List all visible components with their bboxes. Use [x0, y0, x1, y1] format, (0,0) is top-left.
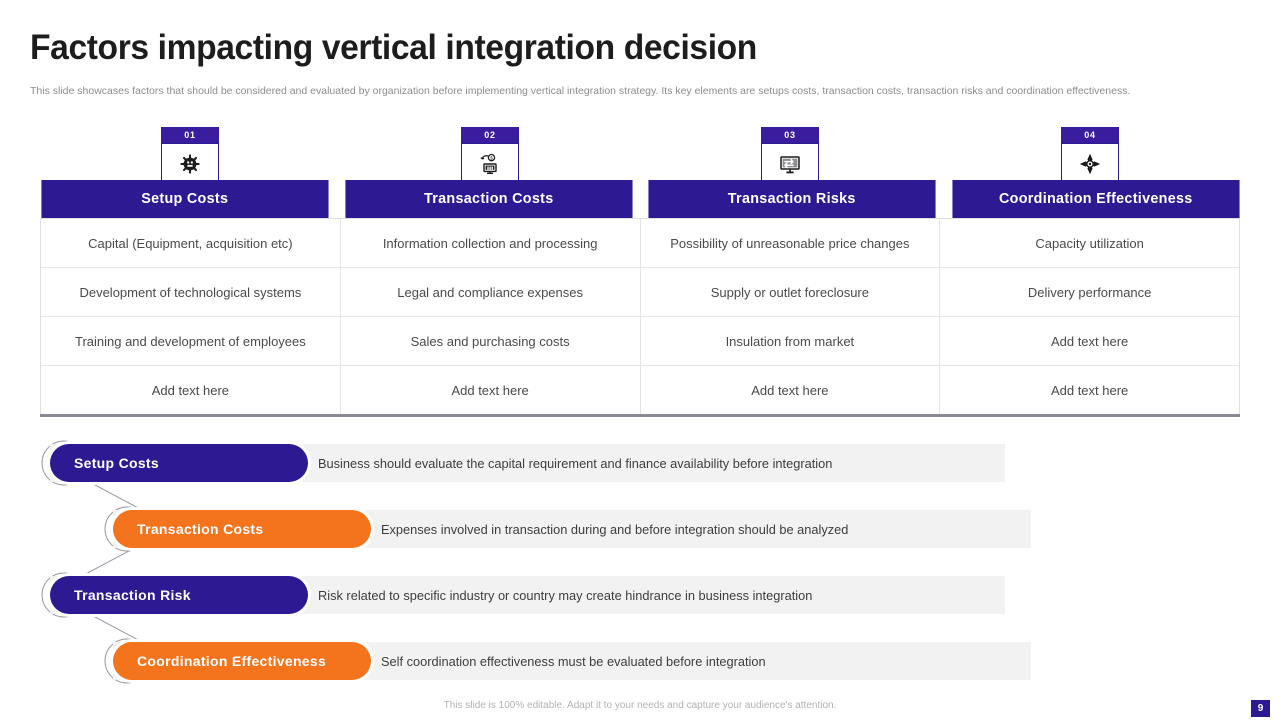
- page-subtitle: This slide showcases factors that should…: [30, 85, 1131, 97]
- table-header-coordination-effectiveness: Coordination Effectiveness: [951, 180, 1239, 218]
- table-row: Development of technological systems Leg…: [41, 267, 1239, 316]
- table-cell: Capacity utilization: [939, 219, 1239, 267]
- flow-diagram: Business should evaluate the capital req…: [38, 432, 1048, 687]
- table-cell: Sales and purchasing costs: [339, 317, 640, 365]
- table-row: Capital (Equipment, acquisition etc) Inf…: [41, 218, 1239, 267]
- badge-icon-frame: [761, 143, 819, 185]
- factor-badge-coordination-effectiveness: 04: [940, 127, 1240, 222]
- badge-number: 01: [161, 127, 219, 143]
- table-cell: Insulation from market: [639, 317, 940, 365]
- factor-badge-transaction-costs: 02 $: [340, 127, 640, 222]
- table-header-row: Setup Costs Transaction Costs Transactio…: [40, 180, 1240, 218]
- monitor-exchange-icon: [778, 152, 802, 176]
- page-number: 9: [1251, 700, 1270, 717]
- badge-icon-frame: $: [461, 143, 519, 185]
- badge-number: 02: [461, 127, 519, 143]
- flow-label-setup-costs[interactable]: Setup Costs: [50, 444, 308, 482]
- gear-icon: [179, 153, 201, 175]
- flow-item-transaction-risk[interactable]: Risk related to specific industry or cou…: [50, 576, 1005, 614]
- flow-label-coordination-effectiveness[interactable]: Coordination Effectiveness: [113, 642, 371, 680]
- four-way-arrows-icon: [1078, 152, 1102, 176]
- flow-description: Expenses involved in transaction during …: [381, 521, 849, 537]
- badge-icon-frame: [1061, 143, 1119, 185]
- table-cell: Information collection and processing: [339, 219, 640, 267]
- table-body: Capital (Equipment, acquisition etc) Inf…: [40, 218, 1240, 414]
- badge-number: 04: [1061, 127, 1119, 143]
- flow-item-setup-costs[interactable]: Business should evaluate the capital req…: [50, 444, 1005, 482]
- badge-wrapper: 04: [1061, 127, 1119, 185]
- flow-description: Risk related to specific industry or cou…: [318, 587, 813, 603]
- flow-description: Business should evaluate the capital req…: [318, 455, 833, 471]
- factor-badges: 01: [40, 127, 1240, 222]
- table-cell: Add text here: [939, 317, 1239, 365]
- money-monitor-icon: $: [478, 152, 502, 176]
- footer-note: This slide is 100% editable. Adapt it to…: [443, 700, 837, 711]
- table-row: Training and development of employees Sa…: [41, 316, 1239, 365]
- badge-wrapper: 03: [761, 127, 819, 185]
- table-header-transaction-costs: Transaction Costs: [344, 180, 632, 218]
- flow-item-transaction-costs[interactable]: Expenses involved in transaction during …: [113, 510, 1031, 548]
- table-header-setup-costs: Setup Costs: [41, 180, 329, 218]
- flow-description: Self coordination effectiveness must be …: [381, 653, 766, 669]
- svg-text:$: $: [490, 155, 493, 160]
- table-cell: Capital (Equipment, acquisition etc): [88, 235, 293, 251]
- factor-badge-transaction-risks: 03: [640, 127, 940, 222]
- badge-wrapper: 01: [161, 127, 219, 185]
- table-row: Add text here Add text here Add text her…: [41, 365, 1239, 414]
- table-cell: Development of technological systems: [79, 284, 302, 300]
- table-cell: Delivery performance: [939, 268, 1239, 316]
- table-header-transaction-risks: Transaction Risks: [648, 180, 936, 218]
- table-cell: Add text here: [339, 366, 640, 414]
- flow-label-transaction-risk[interactable]: Transaction Risk: [50, 576, 308, 614]
- factors-table: Setup Costs Transaction Costs Transactio…: [40, 180, 1240, 417]
- flow-label-transaction-costs[interactable]: Transaction Costs: [113, 510, 371, 548]
- page-title: Factors impacting vertical integration d…: [30, 28, 757, 67]
- badge-icon-frame: [161, 143, 219, 185]
- badge-wrapper: 02 $: [461, 127, 519, 185]
- table-cell: Add text here: [939, 366, 1239, 414]
- table-cell: Add text here: [151, 382, 230, 398]
- table-cell: Supply or outlet foreclosure: [639, 268, 940, 316]
- badge-number: 03: [761, 127, 819, 143]
- table-cell: Training and development of employees: [74, 333, 306, 349]
- factor-badge-setup-costs: 01: [40, 127, 340, 222]
- table-cell: Legal and compliance expenses: [339, 268, 640, 316]
- table-cell: Possibility of unreasonable price change…: [639, 219, 940, 267]
- flow-item-coordination-effectiveness[interactable]: Self coordination effectiveness must be …: [113, 642, 1031, 680]
- table-cell: Add text here: [639, 366, 940, 414]
